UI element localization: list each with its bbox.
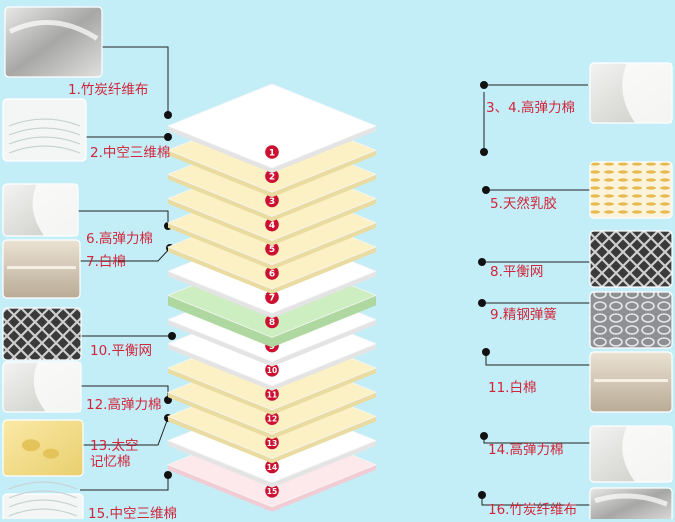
label-r11: 11.白棉 (488, 380, 536, 396)
hollow-cotton-thumbnail-15 (3, 482, 83, 519)
connector-dot (164, 111, 172, 119)
label-r9: 9.精钢弹簧 (490, 307, 557, 323)
layer-number: 12 (267, 415, 277, 424)
layer-number: 8 (269, 318, 275, 328)
hollow-cotton-thumbnail (3, 99, 86, 161)
memory-foam-thumbnail (3, 420, 83, 476)
connector-dot (168, 332, 176, 340)
label-r16: 16.竹炭纤维布 (488, 502, 577, 518)
balance-net-thumbnail-8 (590, 231, 672, 287)
white-cotton-thumbnail-7 (3, 240, 80, 298)
spring-thumbnail (590, 292, 672, 348)
label-r14: 14.高弹力棉 (488, 442, 563, 458)
label-l12: 12.高弹力棉 (86, 397, 161, 413)
layer-number: 7 (269, 294, 275, 304)
label-l2: 2.中空三维棉 (90, 145, 170, 161)
label-r34: 3、4.高弹力棉 (486, 100, 575, 116)
connector-dot (164, 471, 172, 479)
layer-number: 5 (269, 245, 275, 255)
label-l1: 1.竹炭纤维布 (68, 82, 148, 98)
label-r5: 5.天然乳胶 (490, 196, 557, 212)
connector-dot (164, 133, 172, 141)
latex-thumbnail (590, 162, 672, 218)
layer-number: 6 (269, 269, 275, 279)
label-l13: 13.太空 记忆棉 (90, 438, 138, 470)
fabric-thumbnail (5, 7, 102, 77)
elastic-cotton-thumbnail-12 (3, 362, 81, 412)
layer-number: 3 (269, 197, 275, 207)
connector-dot (480, 81, 488, 89)
connector-line (102, 47, 168, 115)
connector-dot (480, 148, 488, 156)
white-cotton-thumbnail-11 (590, 352, 672, 412)
label-l6: 6.高弹力棉 (86, 231, 153, 247)
label-l7: 7.白棉 (86, 254, 126, 270)
connector-dot (482, 186, 490, 194)
label-l15: 15.中空三维棉 (88, 506, 177, 522)
layer-number: 1 (269, 148, 275, 158)
layer-number: 13 (267, 439, 277, 448)
layer-number: 4 (269, 221, 275, 231)
connector-dot (478, 258, 486, 266)
elastic-cotton-thumbnail-6 (3, 184, 78, 236)
connector-line (76, 211, 168, 226)
elastic-cotton-thumbnail-34 (590, 63, 672, 123)
layer-number: 11 (267, 390, 277, 399)
connector-line (486, 352, 590, 365)
layer-number: 2 (269, 173, 275, 183)
connector-dot (480, 432, 488, 440)
connector-dot (482, 348, 490, 356)
connector-line (80, 475, 168, 490)
label-r8: 8.平衡网 (490, 264, 543, 280)
connector-dot (478, 491, 486, 499)
label-l10: 10.平衡网 (90, 343, 152, 359)
balance-net-thumbnail-10 (3, 308, 81, 360)
layer-number: 10 (267, 366, 277, 375)
layer-number: 15 (267, 487, 277, 496)
fabric-thumbnail-16 (590, 488, 672, 519)
layer-number: 14 (267, 463, 277, 472)
elastic-cotton-thumbnail-14 (590, 426, 672, 482)
connector-dot (478, 299, 486, 307)
layer-stack: 151413121110987654321 (168, 84, 376, 512)
